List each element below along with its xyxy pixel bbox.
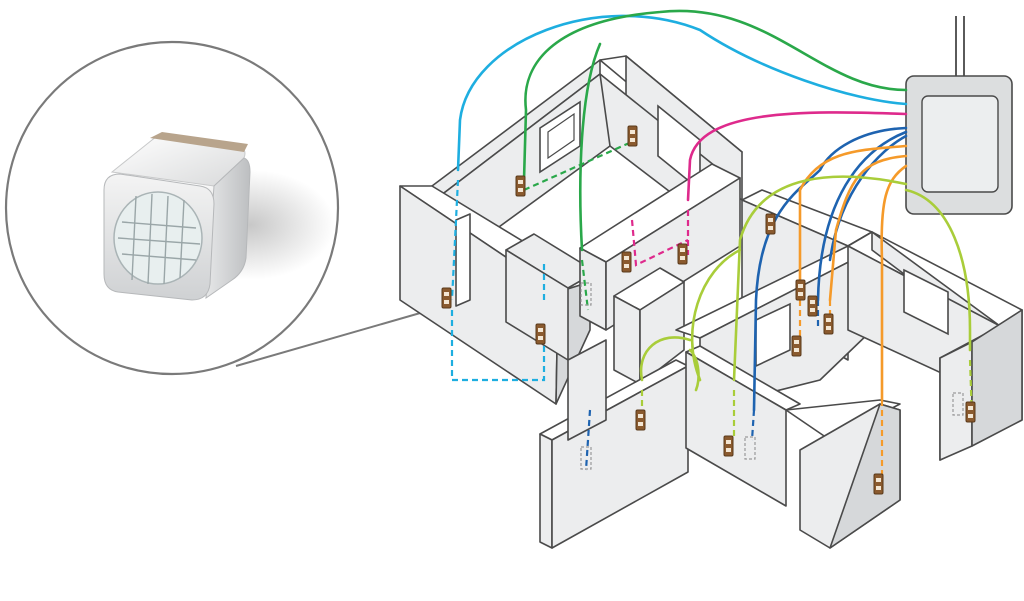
- wall-outlet-icon: [441, 287, 452, 309]
- wall-front-middle-face: [685, 351, 787, 507]
- wall-outlet-icon: [765, 213, 776, 235]
- wall-outlet-icon: [807, 295, 818, 317]
- green-wire: [522, 9, 908, 252]
- wall-outlet-icon: [723, 435, 734, 457]
- blue-wire: [456, 14, 908, 172]
- wall-outlet-icon: [535, 323, 546, 345]
- wall-outlet-icon: [515, 175, 526, 197]
- nightlight-device-icon: [103, 132, 335, 301]
- lime-wire: [639, 175, 972, 392]
- window-far-right: [903, 268, 949, 336]
- hidden-outlet-icon: [580, 282, 592, 306]
- wall-outlet-icon: [965, 401, 976, 423]
- wall-outlet-icon: [621, 251, 632, 273]
- navy-wire-concealed: [584, 300, 820, 471]
- wall-outlet-icon: [677, 243, 688, 265]
- hidden-outlet-icon: [744, 436, 756, 460]
- hidden-outlet-icon: [952, 392, 964, 416]
- wall-outlet-icon: [635, 409, 646, 431]
- callout-leader-line: [235, 304, 449, 367]
- hidden-outlet-icon: [580, 446, 592, 470]
- magenta-wire-concealed: [630, 210, 690, 267]
- wall-outlet-icon: [823, 313, 834, 335]
- wall-outlet-icon: [627, 125, 638, 147]
- blue-wire-concealed: [450, 179, 546, 382]
- detail-callout: [4, 40, 449, 376]
- orange-wire: [798, 144, 908, 402]
- wall-outlet-icon: [791, 335, 802, 357]
- outlet-group: [441, 125, 976, 495]
- junction-box-icon: [905, 16, 1013, 215]
- green-wire-concealed: [523, 138, 637, 311]
- wall-outlet-icon: [873, 473, 884, 495]
- wall-far-right-end: [939, 341, 973, 461]
- magenta-wire: [686, 111, 908, 202]
- wall-outlet-icon: [795, 279, 806, 301]
